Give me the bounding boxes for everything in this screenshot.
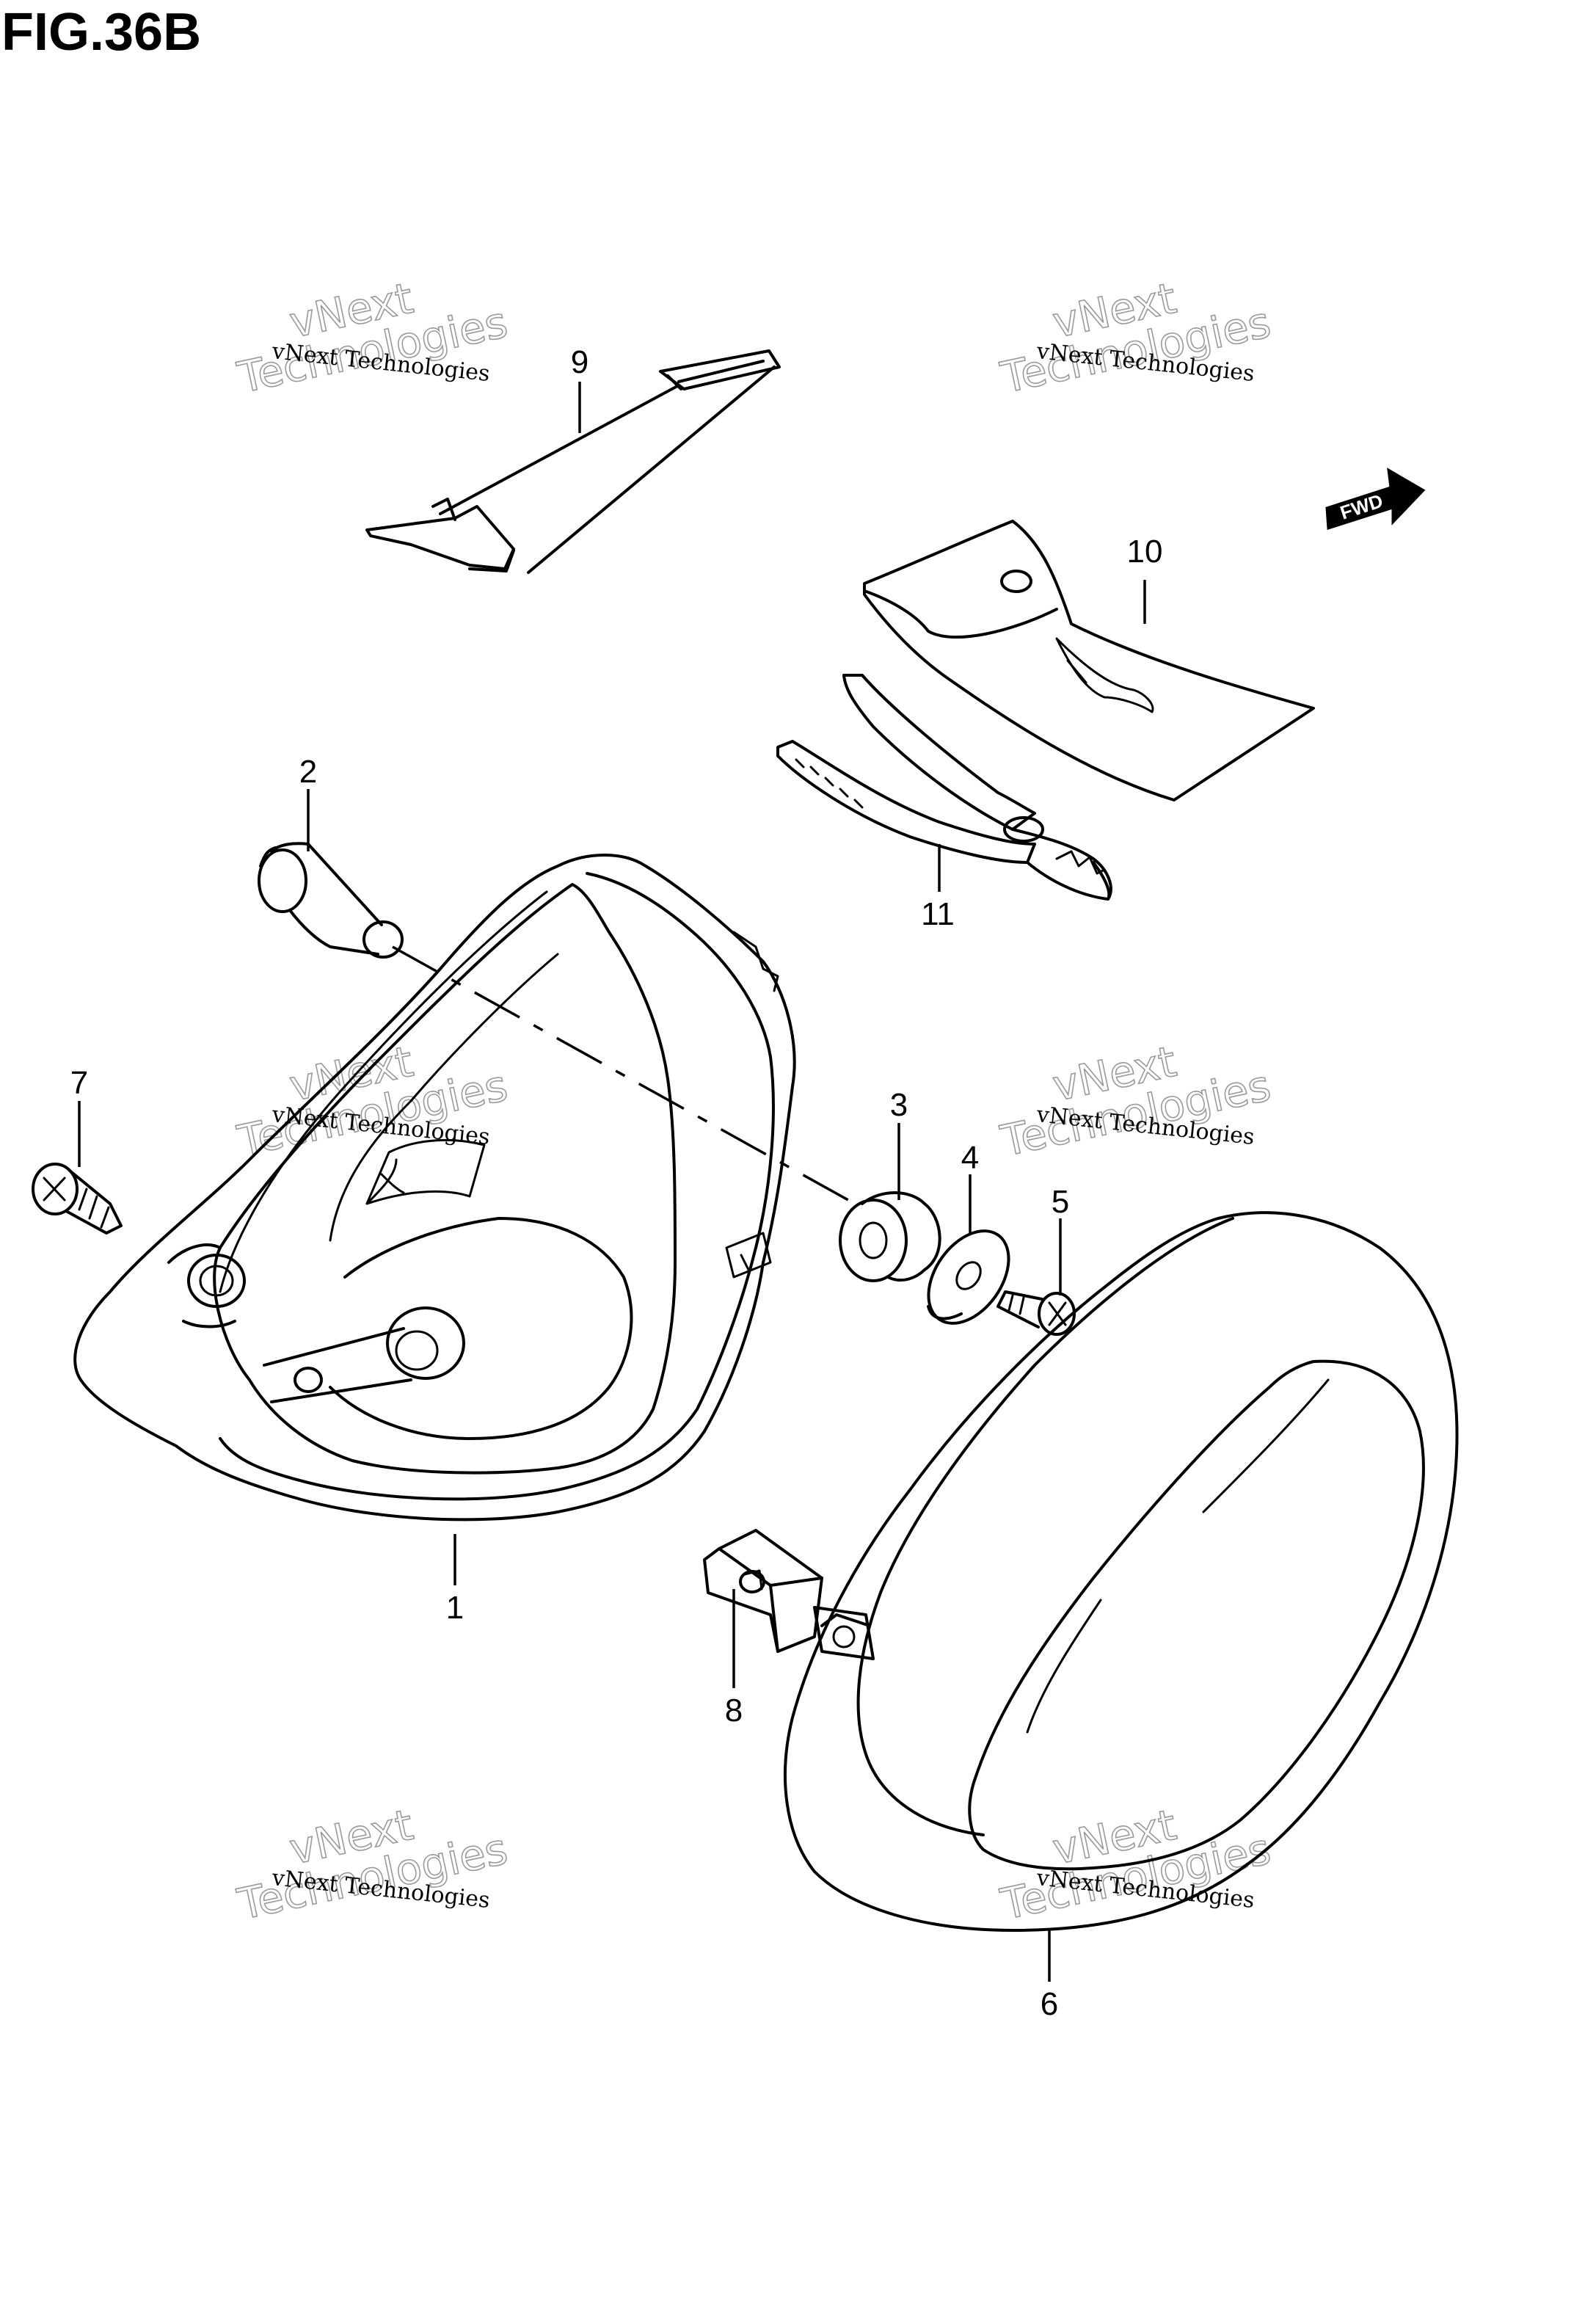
callout-labels: 9 10 11 2 3 4 5 7 1 8 6 [70,344,1163,2022]
callout-2: 2 [299,754,317,790]
watermark-mid-right: Technologies vNext vNext Technologies [996,1036,1275,1167]
callout-7: 7 [70,1065,88,1101]
callout-8: 8 [725,1693,743,1728]
part-10-tool-bag [863,520,1315,801]
forward-direction-arrow-icon: FWD [1325,468,1426,531]
watermark-top-left: Technologies vNext vNext Technologies [233,272,512,404]
part-7-screw [32,1163,123,1235]
part-6-headlight-lens [784,1211,1459,1932]
part-3-rubber-damper [839,1191,941,1282]
part-8-clip [703,1529,823,1653]
callout-5: 5 [1052,1184,1069,1220]
callout-1: 1 [446,1590,464,1626]
callout-10: 10 [1127,534,1163,570]
part-2-bushing [258,842,404,959]
leader-lines [78,382,1146,1982]
figure-title: FIG.36B [1,3,201,62]
watermark-bottom-left: Technologies vNext vNext Technologies [233,1799,512,1930]
callout-11: 11 [921,896,955,932]
assembly-axis-line [392,945,856,1205]
part-1-headlight-housing [73,854,796,1522]
callout-9: 9 [571,344,589,380]
callout-4: 4 [961,1140,979,1176]
part-4-washer [927,1229,1010,1325]
part-11-pliers [776,674,1112,901]
callout-6: 6 [1041,1986,1058,2022]
part-9-strap [365,349,781,574]
watermark-top-right: Technologies vNext vNext Technologies [996,272,1275,404]
callout-3: 3 [890,1087,908,1123]
part-5-screw [996,1290,1076,1336]
